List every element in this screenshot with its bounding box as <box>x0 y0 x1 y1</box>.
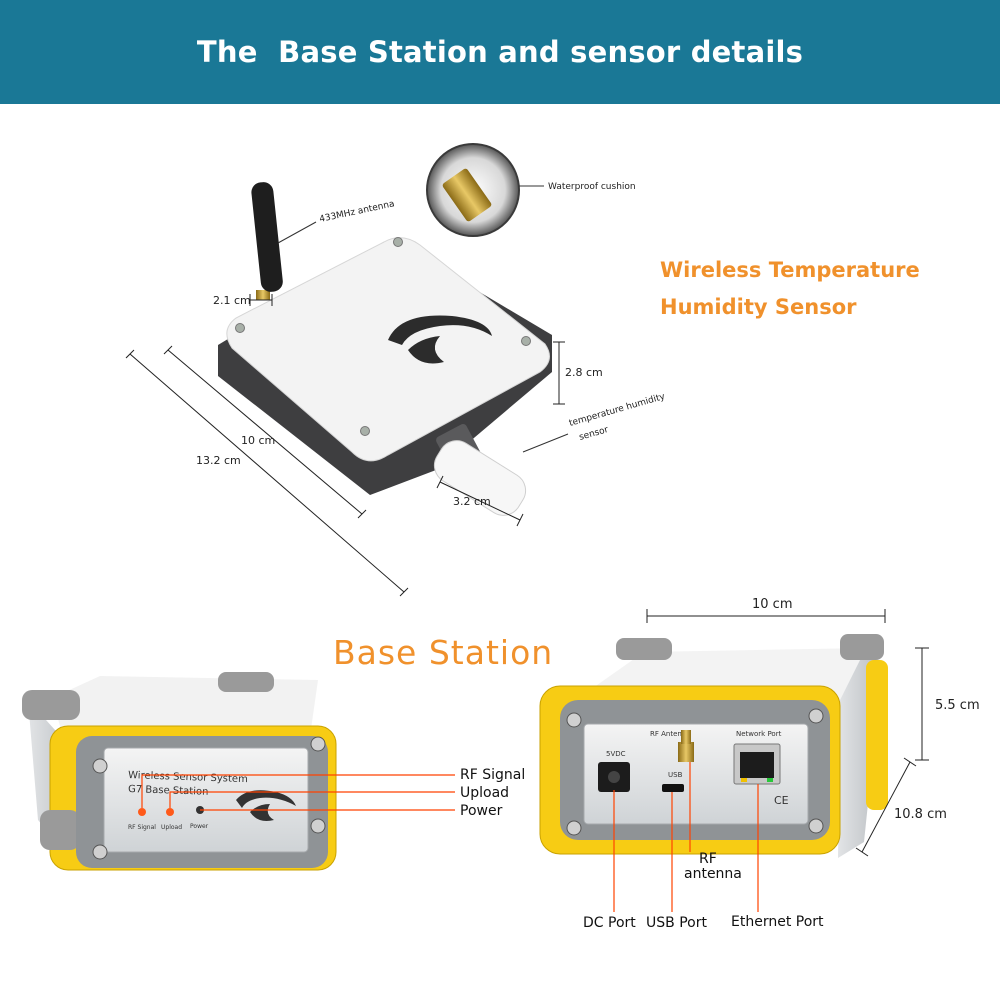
base-station-front: Wireless Sensor System G7 Base Station R… <box>22 672 337 871</box>
screw-icon <box>310 818 326 834</box>
sensor-heading-line1: Wireless Temperature <box>660 258 920 282</box>
screw-icon <box>521 336 531 346</box>
screw-icon <box>566 820 582 836</box>
base-station-heading: Base Station <box>333 633 553 672</box>
cushion-inset <box>426 143 520 237</box>
brand-logo-icon <box>388 315 492 364</box>
title-banner: The Base Station and sensor details <box>0 0 1000 104</box>
page-title: The Base Station and sensor details <box>196 35 804 69</box>
screw-icon <box>92 844 108 860</box>
screw-icon <box>808 708 824 724</box>
product-illustration: 433MHz antenna Waterproof cushion temper… <box>0 104 1000 1000</box>
dim-sensor-width: 10 cm <box>241 434 275 447</box>
probe-label-line2: sensor <box>578 425 610 443</box>
rf-connector-icon <box>678 730 694 762</box>
sensor-illustration <box>218 143 552 516</box>
usb-port-icon <box>662 784 684 792</box>
brand-logo-icon <box>236 790 296 821</box>
ethernet-port-icon <box>733 743 781 785</box>
dim-base-height: 5.5 cm <box>935 698 980 713</box>
screw-icon <box>566 712 582 728</box>
indicator-upload: Upload <box>460 785 509 801</box>
front-panel-line2: G7 Base Station <box>128 784 209 798</box>
front-panel-line1: Wireless Sensor System <box>128 770 248 785</box>
probe-leader <box>522 433 569 453</box>
panel-label-dc: 5VDC <box>606 750 626 758</box>
dim-sensor-length: 13.2 cm <box>196 454 241 467</box>
ce-mark: CE <box>774 794 789 807</box>
port-label-usb: USB Port <box>646 915 707 931</box>
rf-signal-led <box>138 808 146 816</box>
screw-icon <box>92 758 108 774</box>
dim-antenna-offset: 2.1 cm <box>213 294 251 307</box>
screw-icon <box>310 736 326 752</box>
antenna-icon <box>251 182 283 300</box>
dim-base-depth: 10.8 cm <box>894 807 947 822</box>
screw-icon <box>360 426 370 436</box>
port-label-rf-line1: RF <box>699 851 717 867</box>
screw-icon <box>393 237 403 247</box>
probe-label-line1: temperature humidity <box>568 392 667 429</box>
base-station-back: RF Antenna 5VDC USB Network Port CE <box>539 634 888 858</box>
screw-icon <box>808 818 824 834</box>
cushion-label: Waterproof cushion <box>548 182 636 192</box>
sensor-probe <box>433 424 527 516</box>
port-label-ethernet: Ethernet Port <box>731 914 824 930</box>
antenna-leader <box>277 221 317 244</box>
panel-label-usb: USB <box>668 771 683 779</box>
upload-led <box>166 808 174 816</box>
screw-icon <box>235 323 245 333</box>
dim-base-width: 10 cm <box>752 597 793 612</box>
led-label-power: Power <box>190 823 209 830</box>
dim-sensor-height: 2.8 cm <box>565 366 603 379</box>
port-label-rf-line2: antenna <box>684 866 742 882</box>
antenna-label: 433MHz antenna <box>319 199 396 225</box>
panel-label-network: Network Port <box>736 730 782 738</box>
sensor-heading-line2: Humidity Sensor <box>660 295 857 319</box>
panel-label-rf: RF Antenna <box>650 730 691 738</box>
sensor-lid <box>226 237 550 462</box>
dim-probe-width: 3.2 cm <box>453 495 491 508</box>
port-label-dc: DC Port <box>583 915 636 931</box>
led-label-upload: Upload <box>161 824 182 831</box>
indicator-rf-signal: RF Signal <box>460 767 525 783</box>
indicator-power: Power <box>460 803 503 819</box>
led-label-rf: RF Signal <box>128 824 156 831</box>
